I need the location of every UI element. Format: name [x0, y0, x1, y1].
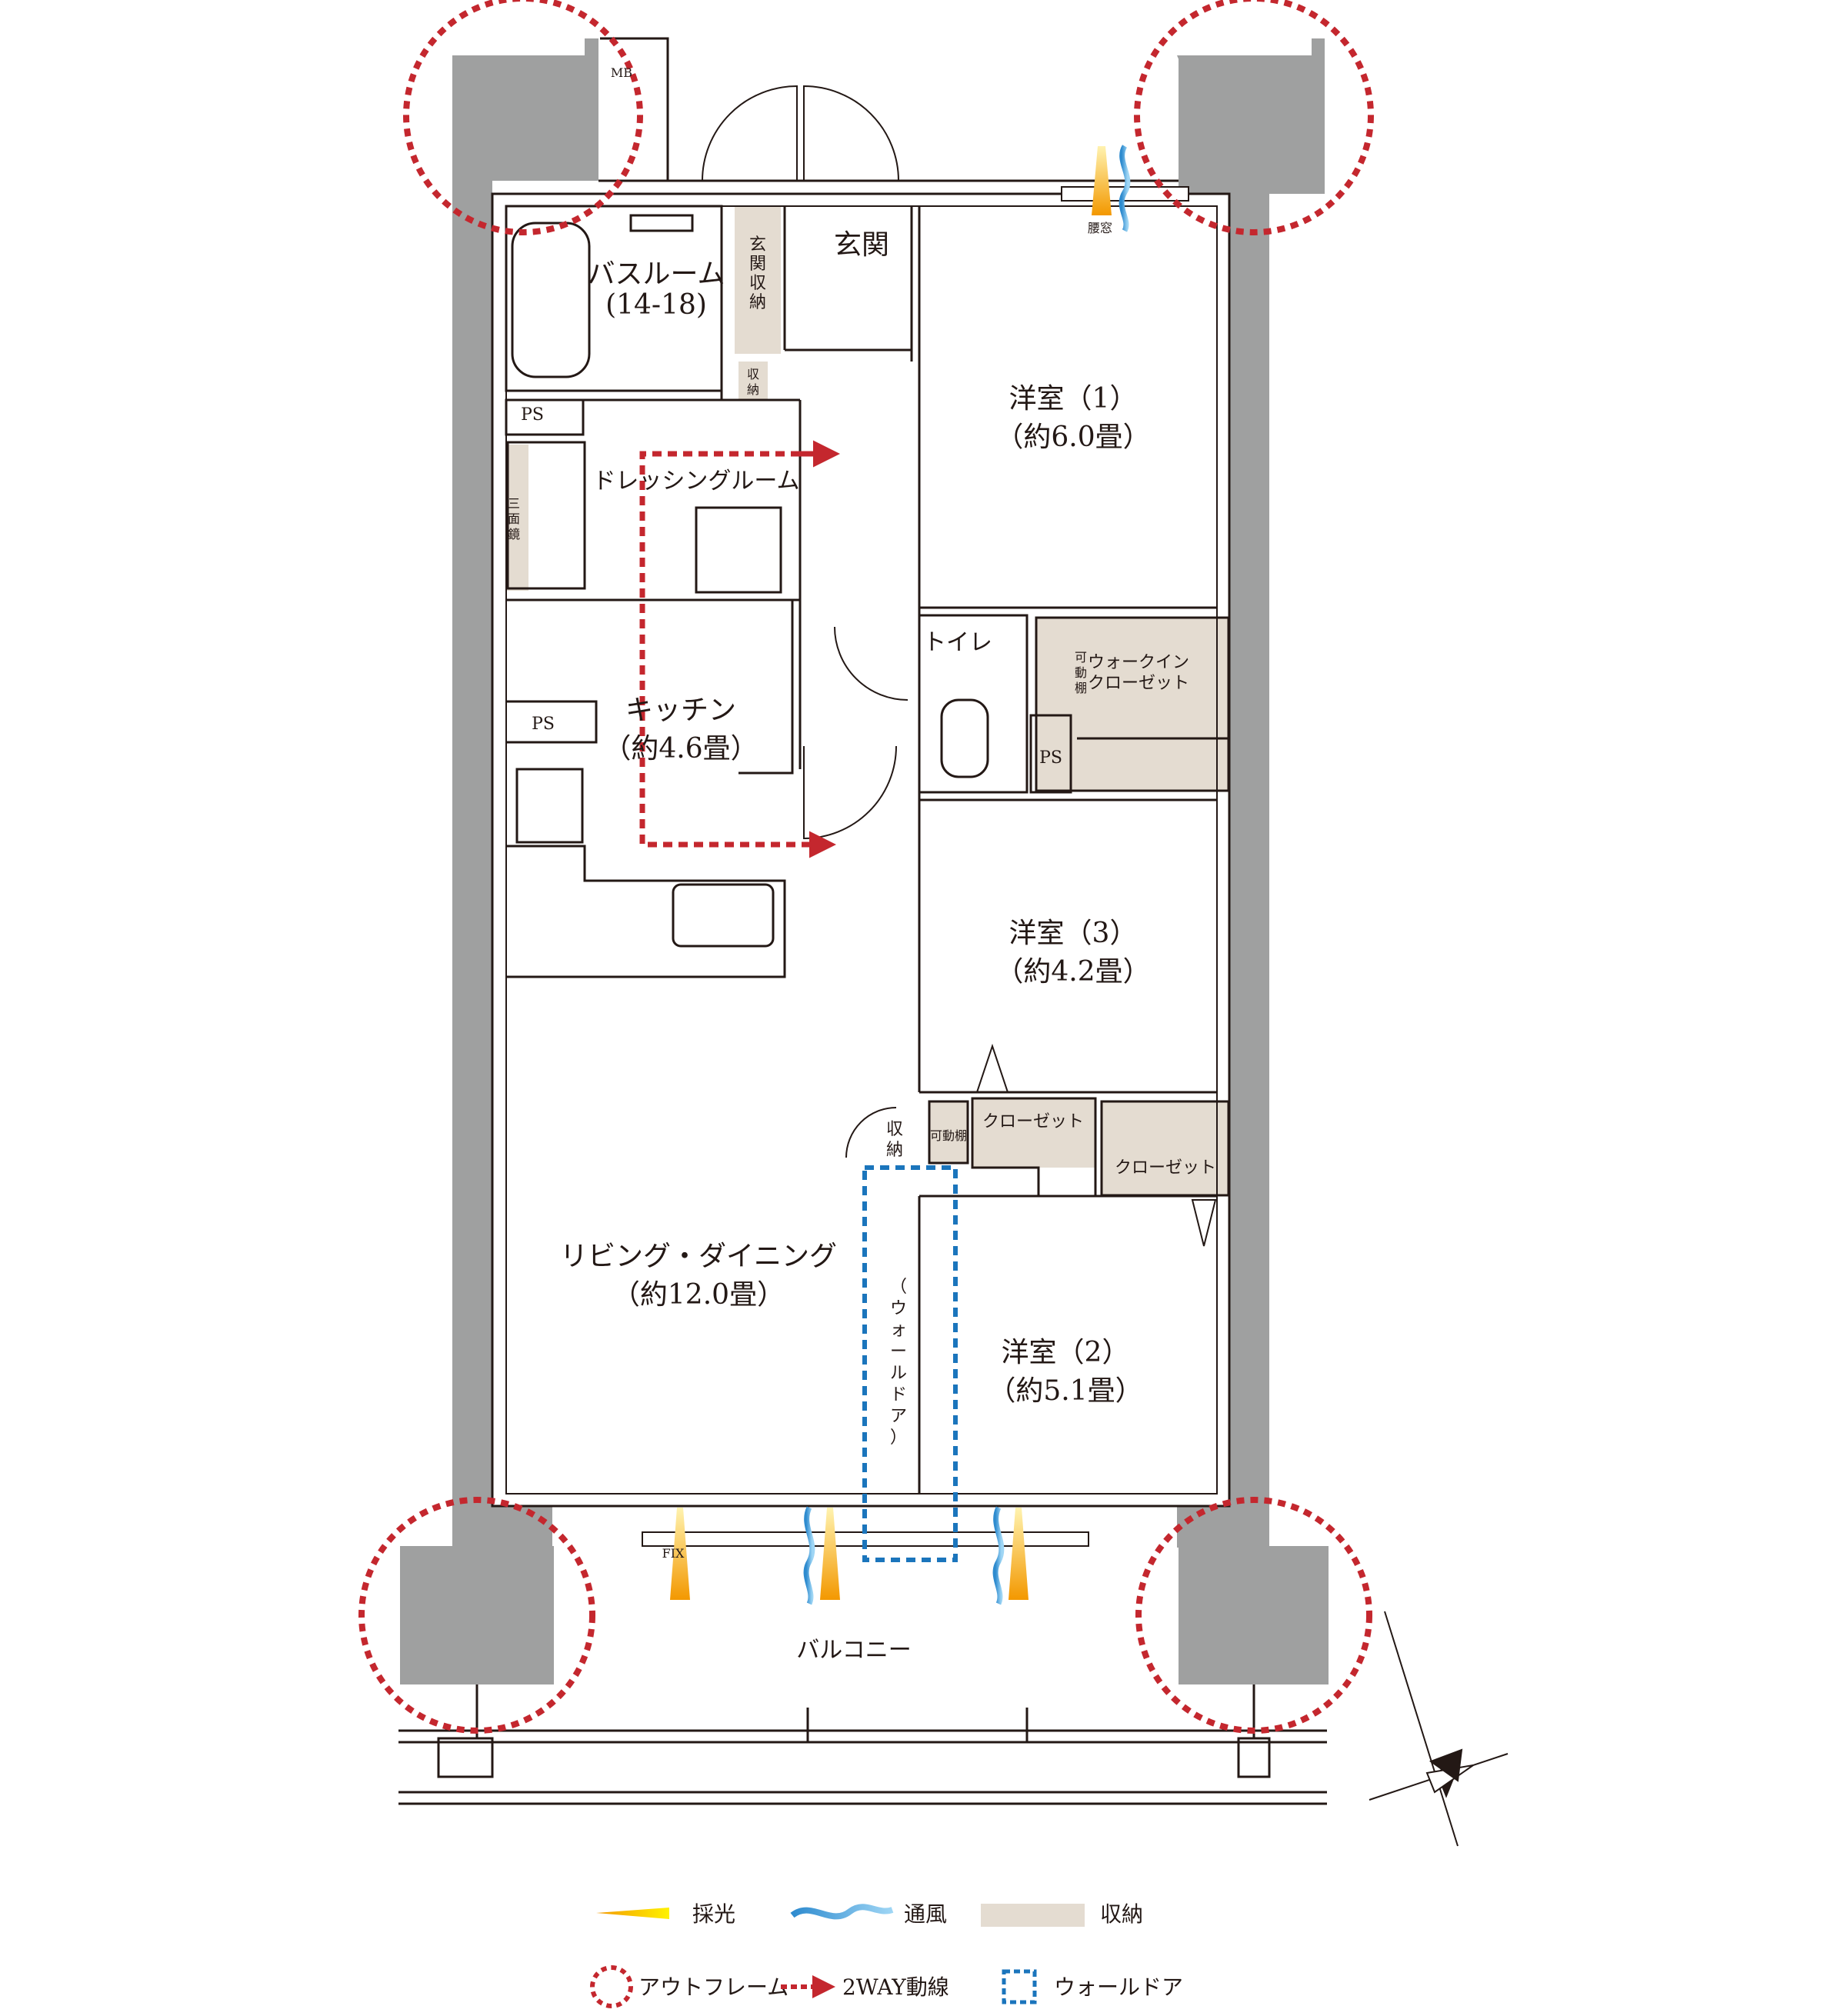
walls — [400, 38, 1329, 1684]
room-living: リビング・ダイニング — [560, 1241, 837, 1272]
svg-text:納: 納 — [886, 1141, 903, 1160]
wall-door-outline — [862, 1165, 958, 1562]
svg-text:ウォールドア: ウォールドア — [1054, 1974, 1183, 2000]
walkin-closet-line2: クローゼット — [1088, 674, 1189, 693]
room-kitchen-size: （約4.6畳） — [603, 733, 758, 765]
room-balcony: バルコニー — [796, 1637, 911, 1664]
ps-label-top: PS — [521, 405, 544, 425]
room-western-3-size: （約4.2畳） — [995, 956, 1150, 988]
room-western-1-size: （約6.0畳） — [995, 422, 1150, 453]
storage-areas — [507, 206, 1229, 1195]
room-western-1: 洋室（1） — [1009, 383, 1138, 415]
genkan-storage-label: 玄 関 収 納 — [749, 235, 766, 312]
wind-markers — [803, 145, 1131, 1605]
room-toilet: トイレ — [923, 629, 992, 656]
svg-text:関: 関 — [749, 255, 766, 274]
svg-text:収: 収 — [886, 1120, 903, 1139]
svg-text:通風: 通風 — [904, 1901, 947, 1927]
svg-text:三: 三 — [508, 496, 520, 511]
wall-door-vertical-label: （ ウ ォ ー ル ド ア ） — [890, 1278, 907, 1448]
svg-text:（: （ — [890, 1278, 907, 1297]
two-way-path — [639, 451, 836, 858]
legend-twoway: 2WAY動線 — [781, 1974, 949, 2000]
koshimado-label: 腰窓 — [1088, 221, 1112, 235]
svg-text:納: 納 — [749, 293, 766, 312]
ps-label-kitchen: PS — [532, 715, 555, 734]
light-markers — [670, 146, 1112, 1600]
svg-text:採光: 採光 — [692, 1901, 735, 1927]
legend-light: 採光 — [596, 1901, 735, 1927]
movable-shelf-label: 可動棚 — [930, 1128, 967, 1143]
room-western-2: 洋室（2） — [1002, 1337, 1130, 1368]
fix-label: FIX — [662, 1546, 685, 1561]
svg-text:鏡: 鏡 — [508, 527, 520, 541]
legend-outframe: アウトフレーム — [590, 1965, 788, 2008]
svg-text:動: 動 — [1075, 665, 1087, 680]
svg-text:収: 収 — [749, 274, 766, 293]
svg-text:可: 可 — [1075, 650, 1087, 665]
mb-label: MB — [611, 65, 632, 80]
room-bath-size: (14-18) — [605, 289, 707, 321]
legend-walldoor: ウォールドア — [1002, 1969, 1183, 2004]
room-living-size: （約12.0畳） — [612, 1279, 785, 1311]
small-storage-label: 収 納 — [747, 367, 759, 397]
room-western-3: 洋室（3） — [1009, 918, 1138, 949]
svg-text:面: 面 — [508, 511, 520, 526]
svg-text:収: 収 — [747, 367, 759, 382]
room-kitchen: キッチン — [625, 695, 736, 726]
mirror-label: 三 面 鏡 — [508, 496, 520, 541]
svg-text:アウトフレーム: アウトフレーム — [638, 1974, 788, 2000]
compass-icon — [1369, 1611, 1509, 1847]
svg-text:納: 納 — [747, 382, 759, 397]
ps-label-toilet: PS — [1039, 748, 1062, 768]
svg-text:ウ: ウ — [890, 1299, 907, 1318]
svg-text:ア: ア — [890, 1407, 907, 1426]
wall-lines — [398, 37, 1327, 1805]
svg-text:ー: ー — [890, 1342, 907, 1361]
room-genkan: 玄関 — [834, 229, 889, 261]
storage-2-label: 収 納 — [886, 1120, 903, 1160]
door-swings — [702, 85, 1217, 1247]
room-dressing: ドレッシングルーム — [592, 468, 799, 495]
svg-text:収納: 収納 — [1100, 1901, 1143, 1927]
svg-text:2WAY動線: 2WAY動線 — [842, 1974, 949, 2000]
room-bath: バスルーム — [588, 258, 725, 290]
svg-text:ル: ル — [890, 1364, 907, 1383]
closet-2-label: クローゼット — [1115, 1158, 1216, 1178]
legend: 採光 通風 収納 アウトフレーム 2WAY動線 ウォールドア — [590, 1901, 1183, 2008]
walkin-closet-line1: ウォークイン — [1088, 653, 1189, 672]
room-western-2-size: （約5.1畳） — [988, 1375, 1142, 1407]
legend-wind: 通風 — [790, 1901, 947, 1927]
svg-text:ド: ド — [890, 1385, 907, 1405]
outframe-markers — [358, 0, 1374, 1734]
movable-shelf-vertical-label: 可 動 棚 — [1075, 650, 1087, 695]
svg-text:ォ: ォ — [890, 1321, 907, 1340]
svg-text:棚: 棚 — [1075, 681, 1087, 695]
svg-text:玄: 玄 — [749, 235, 766, 255]
svg-text:）: ） — [890, 1428, 907, 1448]
closet-1-label: クローゼット — [982, 1112, 1084, 1131]
legend-storage: 収納 — [981, 1901, 1143, 1927]
